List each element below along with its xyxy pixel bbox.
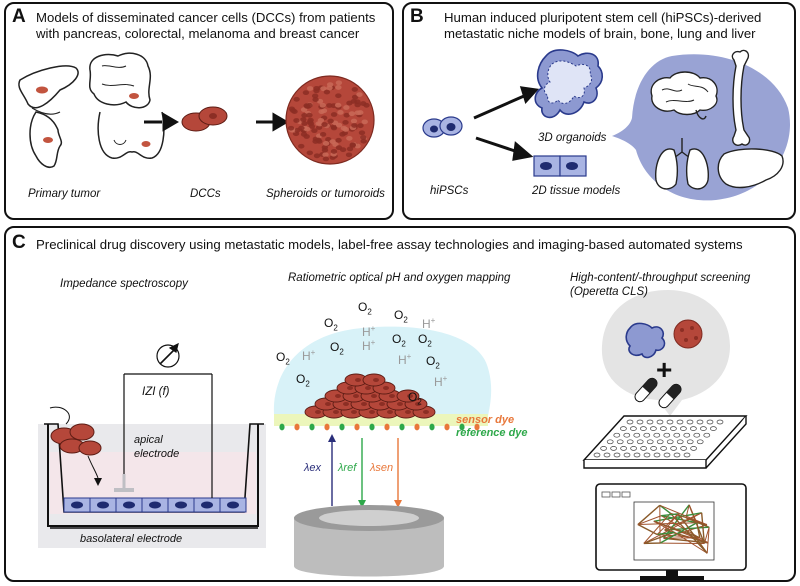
plus-sign: + — [656, 354, 673, 385]
monitor-icon — [595, 483, 747, 581]
lambda-ref-label: λref — [338, 462, 357, 474]
panel-b-illustration — [422, 49, 791, 201]
o2-label: O2 — [392, 332, 406, 349]
screening-heading-line2: (Operetta CLS) — [570, 286, 648, 298]
proton-label: H+ — [434, 374, 448, 389]
epithelial-cell-layer-icon — [63, 497, 247, 513]
colon-tumor-icon — [129, 93, 139, 99]
panel-a-title: Models of disseminated cancer cells (DCC… — [36, 10, 376, 41]
panel-b-letter: B — [410, 6, 424, 27]
reference-dye-label: reference dye — [456, 427, 528, 439]
drug-capsule-icon — [634, 377, 682, 409]
basolateral-label: basolateral electrode — [80, 533, 183, 545]
pancreas-tumor-icon — [36, 86, 48, 94]
arrow-icon — [473, 86, 540, 161]
arrow-icon — [144, 112, 289, 132]
proton-label: H+ — [362, 338, 376, 353]
lungs-icon — [655, 138, 709, 190]
panel-a-illustration — [18, 52, 375, 168]
screening-heading-line1: High-content/-throughput screening — [570, 272, 751, 284]
label-dccs: DCCs — [190, 188, 221, 200]
label-spheroids: Spheroids or tumoroids — [266, 188, 385, 200]
light-path-arrows — [328, 434, 402, 508]
lambda-sen-label: λsen — [370, 462, 394, 474]
tumor-cells-icon — [49, 406, 102, 486]
proton-label: H+ — [302, 348, 316, 363]
pancreas-icon — [18, 65, 79, 109]
o2-label: O2 — [394, 308, 408, 325]
panel-c-letter: C — [12, 232, 26, 253]
panel-c: C Preclinical drug discovery using metas… — [4, 226, 796, 582]
optical-reader-shape — [294, 505, 444, 577]
panel-c-illustration — [38, 290, 748, 581]
o2-label: O2 — [358, 300, 372, 317]
hipsc-cells-icon — [422, 116, 463, 138]
impedance-heading: Impedance spectroscopy — [60, 278, 188, 290]
izi-label: IZI (f) — [142, 386, 170, 398]
colon-icon — [88, 52, 152, 109]
breast-icon — [97, 111, 165, 159]
proton-label: H+ — [422, 316, 436, 331]
panel-b-title: Human induced pluripotent stem cell (hiP… — [444, 10, 762, 41]
tumoroid-optical-icon — [304, 373, 436, 419]
brain-icon — [650, 71, 718, 120]
o2-label: O2 — [324, 316, 338, 333]
o2-label: O2 — [296, 372, 310, 389]
bone-icon — [731, 49, 751, 146]
proton-label: H+ — [362, 324, 376, 339]
panel-a: A Models of disseminated cancer cells (D… — [4, 2, 394, 220]
label-3d-organoids: 3D organoids — [538, 132, 607, 144]
optical-heading: Ratiometric optical pH and oxygen mappin… — [288, 272, 511, 284]
o2-label: O2 — [418, 332, 432, 349]
circuit-icon — [123, 342, 213, 498]
sensor-dye-label: sensor dye — [456, 414, 515, 426]
panel-a-letter: A — [12, 6, 26, 27]
electrode-label: electrode — [134, 448, 180, 460]
o2-label: O2 — [426, 354, 440, 371]
dye-dots — [279, 423, 480, 431]
screening-bubble-shape — [601, 290, 730, 416]
dcc-cells-icon — [181, 106, 228, 132]
spheroid-small-icon — [673, 319, 703, 349]
tissue-2d-icon — [533, 155, 587, 177]
label-2d-tissue: 2D tissue models — [532, 185, 621, 197]
o2-label: O2 — [408, 390, 422, 407]
spheroid-icon — [285, 75, 375, 165]
melanoma-spot-icon — [43, 137, 53, 143]
panel-c-title: Preclinical drug discovery using metasta… — [36, 237, 743, 252]
breast-tumor-icon — [141, 141, 151, 147]
label-hipscs: hiPSCs — [430, 185, 469, 197]
apical-label: apical — [134, 434, 163, 446]
organoid-small-icon — [625, 322, 666, 359]
well-plate-icon — [582, 415, 748, 469]
liver-icon — [717, 148, 784, 189]
proton-label: H+ — [398, 352, 412, 367]
o2-label: O2 — [276, 350, 290, 367]
o2-label: O2 — [330, 340, 344, 357]
panel-b: B Human induced pluripotent stem cell (h… — [402, 2, 796, 220]
label-primary-tumor: Primary tumor — [28, 188, 101, 200]
lambda-ex-label: λex — [304, 462, 322, 474]
